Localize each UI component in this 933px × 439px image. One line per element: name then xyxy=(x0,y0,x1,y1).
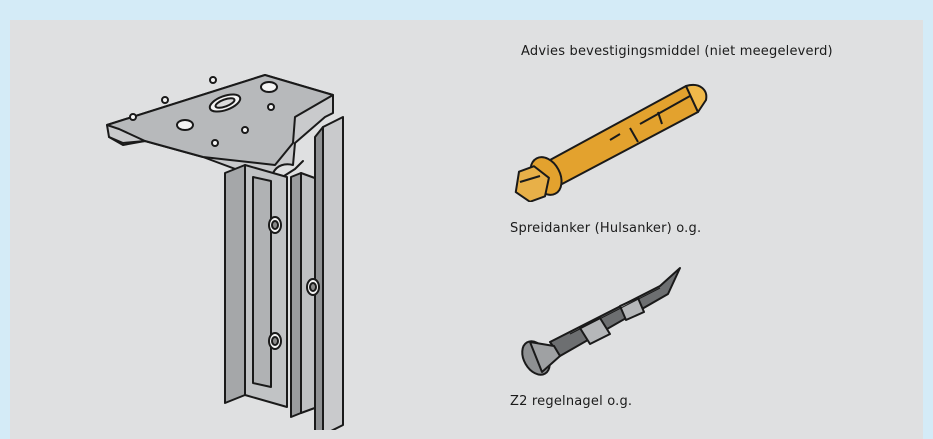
anchor-caption: Spreidanker (Hulsanker) o.g. xyxy=(510,221,702,236)
sleeve-anchor-illustration xyxy=(514,84,708,202)
frame-nail-illustration xyxy=(521,267,681,376)
recommendation-title: Advies bevestigingsmiddel (niet meegelev… xyxy=(521,44,833,59)
content-panel: Advies bevestigingsmiddel (niet meegelev… xyxy=(10,20,923,439)
nail-caption: Z2 regelnagel o.g. xyxy=(510,394,633,409)
wall-bracket-illustration xyxy=(106,74,344,430)
